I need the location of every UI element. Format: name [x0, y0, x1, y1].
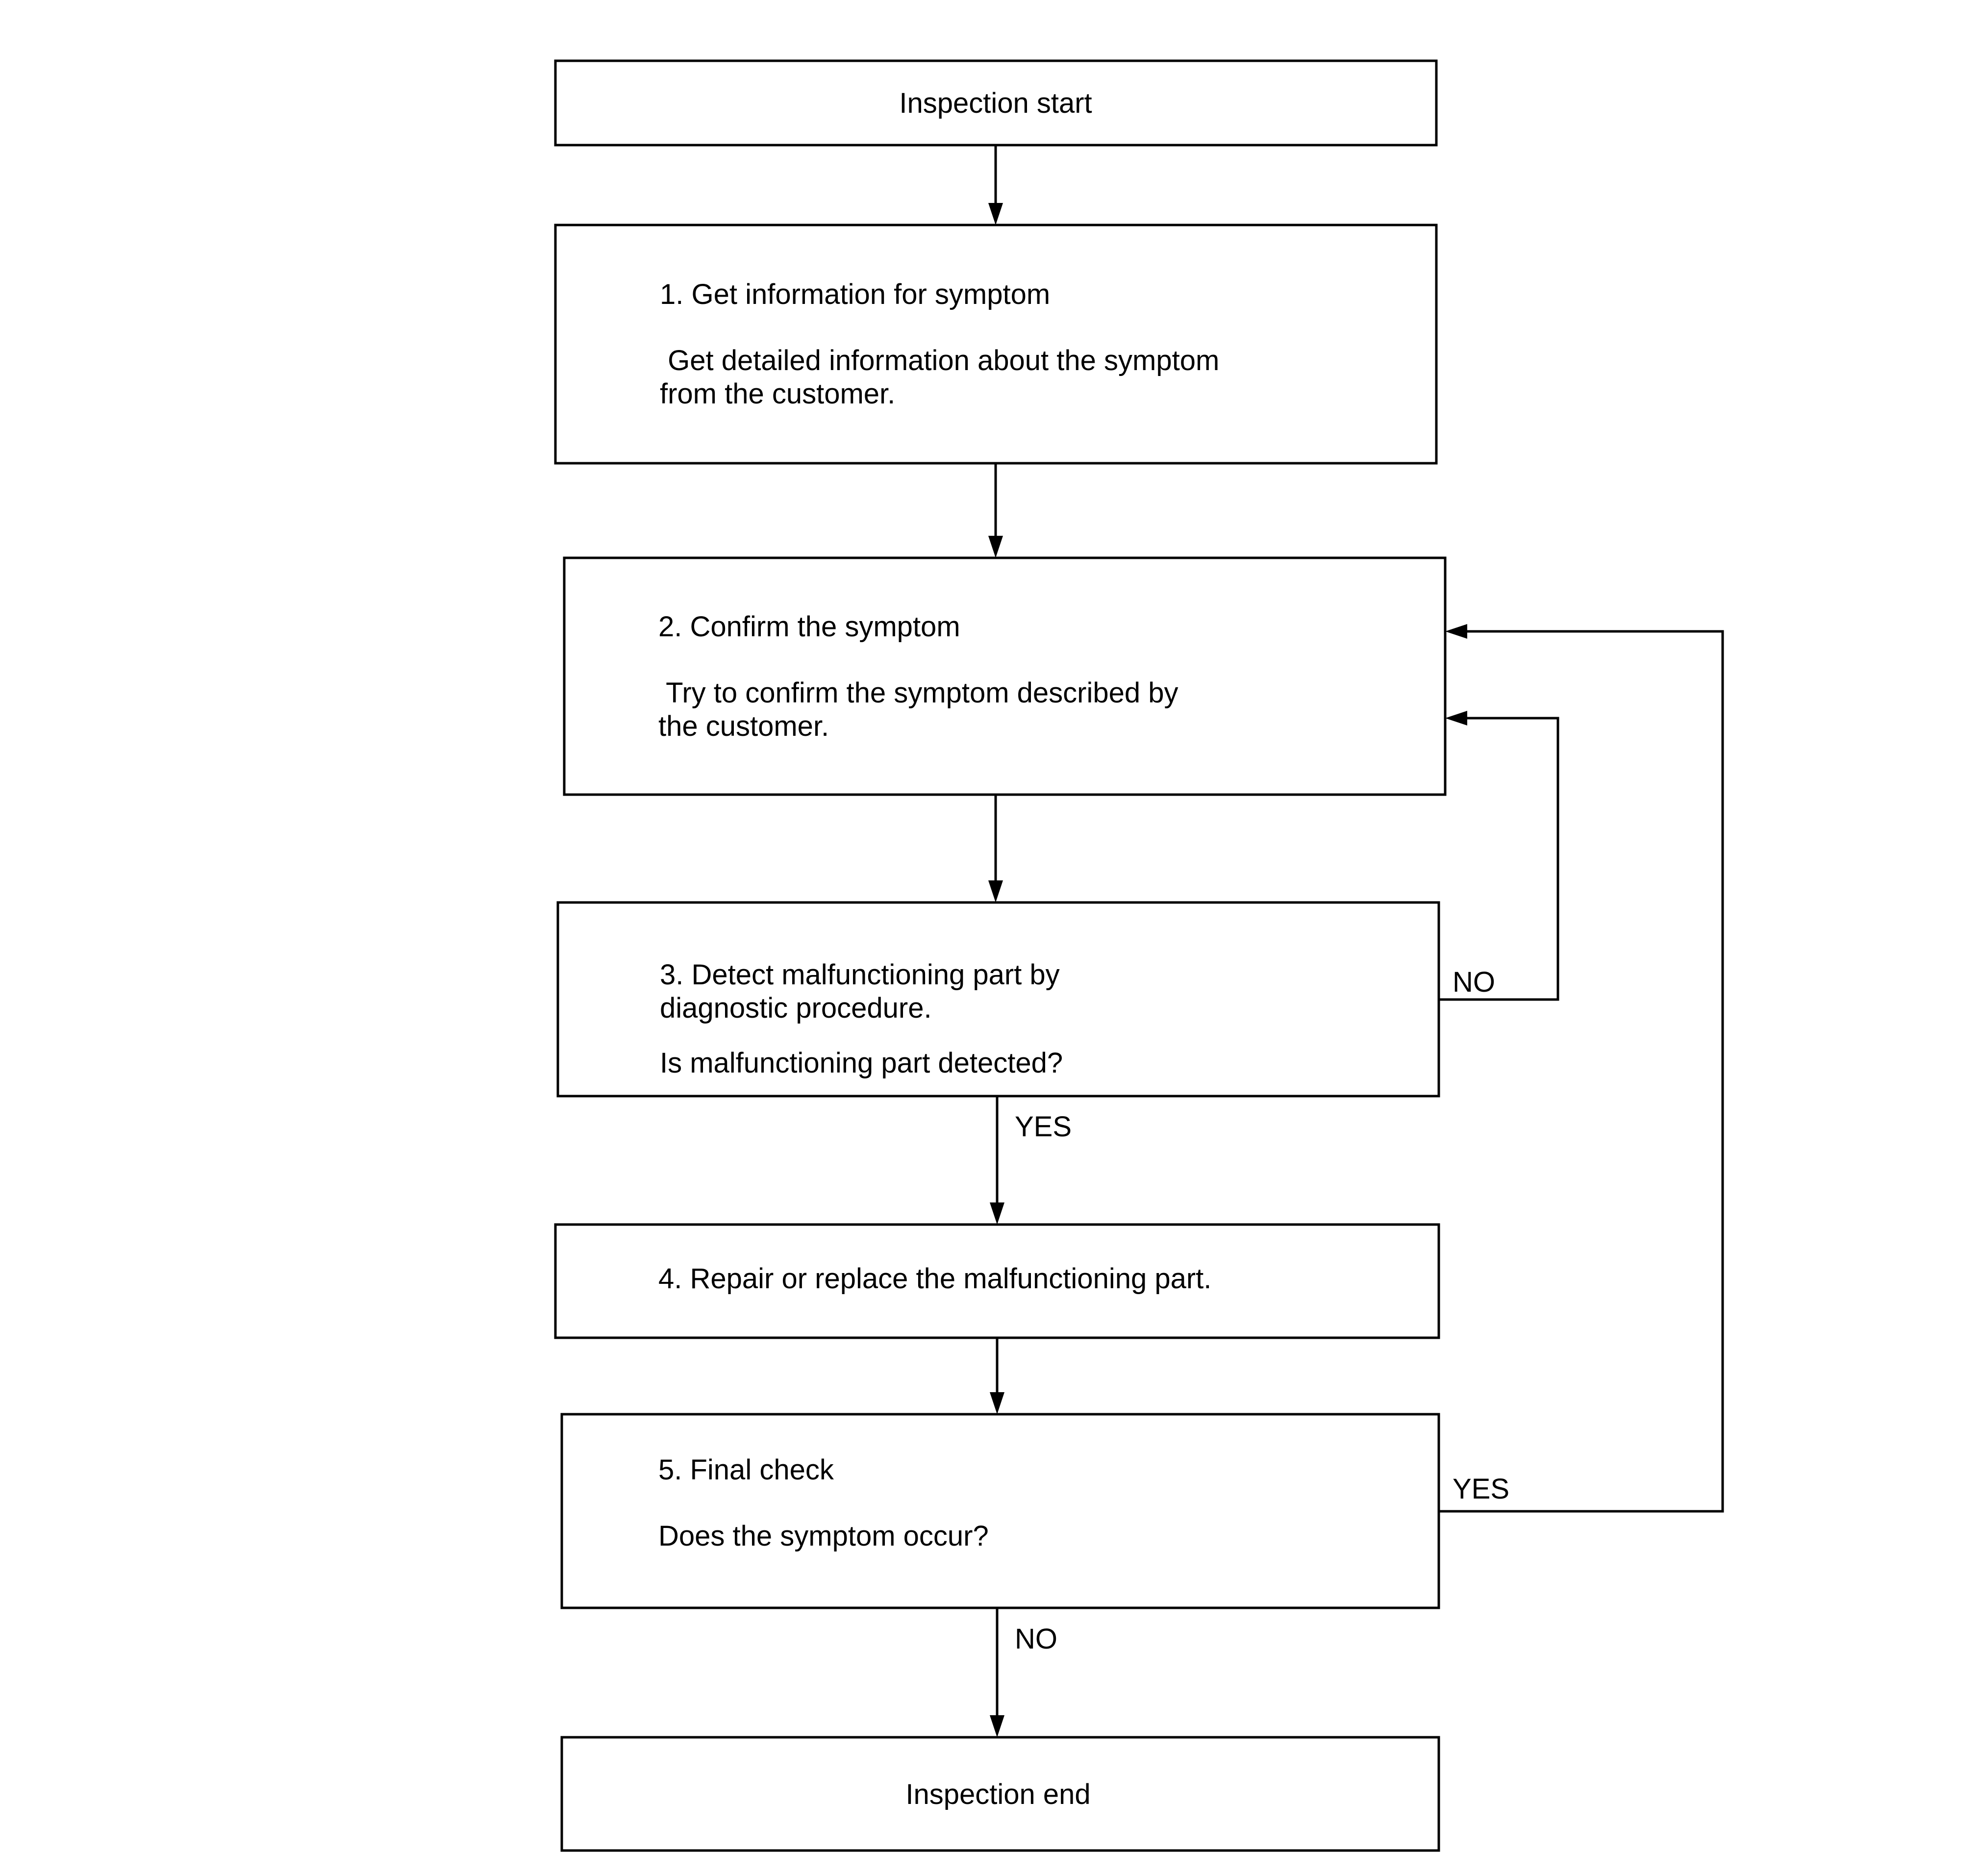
step5-question: Does the symptom occur? — [658, 1520, 989, 1552]
label-step3-yes: YES — [1015, 1111, 1072, 1143]
step1-desc-line1: Get detailed information about the sympt… — [660, 345, 1219, 376]
step2-desc-line1: Try to confirm the symptom described by — [658, 677, 1178, 709]
node-inspection-start-label: Inspection start — [899, 87, 1092, 119]
step1-desc-line2: from the customer. — [660, 378, 895, 410]
node-step1: 1. Get information for symptom Get detai… — [554, 224, 1438, 465]
arrowhead — [988, 203, 1003, 225]
step5-title: 5. Final check — [658, 1454, 834, 1486]
step4-title: 4. Repair or replace the malfunctioning … — [658, 1263, 1211, 1295]
step2-desc-line2: the customer. — [658, 710, 829, 742]
step3-title-line2: diagnostic procedure. — [660, 992, 932, 1024]
arrow-step5-to-end — [990, 1608, 1004, 1737]
arrowhead — [1445, 624, 1467, 639]
label-step5-no: NO — [1015, 1623, 1057, 1655]
arrow-step3-to-step4 — [990, 1096, 1004, 1225]
step1-title: 1. Get information for symptom — [660, 278, 1050, 310]
arrowhead — [988, 880, 1003, 902]
node-inspection-end: Inspection end — [560, 1736, 1440, 1852]
arrow-step1-to-step2 — [988, 463, 1003, 558]
arrow-step3-no-to-step2 — [1439, 711, 1559, 1001]
arrowhead — [990, 1392, 1004, 1414]
arrowhead — [990, 1715, 1004, 1737]
arrow-start-to-step1 — [988, 145, 1003, 225]
step2-title: 2. Confirm the symptom — [658, 611, 960, 643]
node-step2: 2. Confirm the symptom Try to confirm th… — [563, 556, 1447, 796]
node-inspection-start: Inspection start — [554, 59, 1438, 147]
arrowhead — [990, 1202, 1004, 1225]
node-step3: 3. Detect malfunctioning part by diagnos… — [556, 901, 1440, 1098]
node-step5: 5. Final check Does the symptom occur? — [560, 1413, 1440, 1609]
arrow-step4-to-step5 — [990, 1338, 1004, 1414]
arrowhead — [988, 536, 1003, 558]
arrow-step2-to-step3 — [988, 795, 1003, 902]
node-step4: 4. Repair or replace the malfunctioning … — [554, 1223, 1440, 1339]
step3-title-line1: 3. Detect malfunctioning part by — [660, 959, 1060, 991]
label-step3-no: NO — [1453, 966, 1495, 998]
arrow-step5-yes-to-step2 — [1439, 624, 1724, 1513]
step3-question: Is malfunctioning part detected? — [660, 1047, 1063, 1079]
arrowhead — [1445, 711, 1467, 725]
label-step5-yes: YES — [1453, 1473, 1509, 1505]
node-inspection-end-label: Inspection end — [905, 1778, 1090, 1810]
